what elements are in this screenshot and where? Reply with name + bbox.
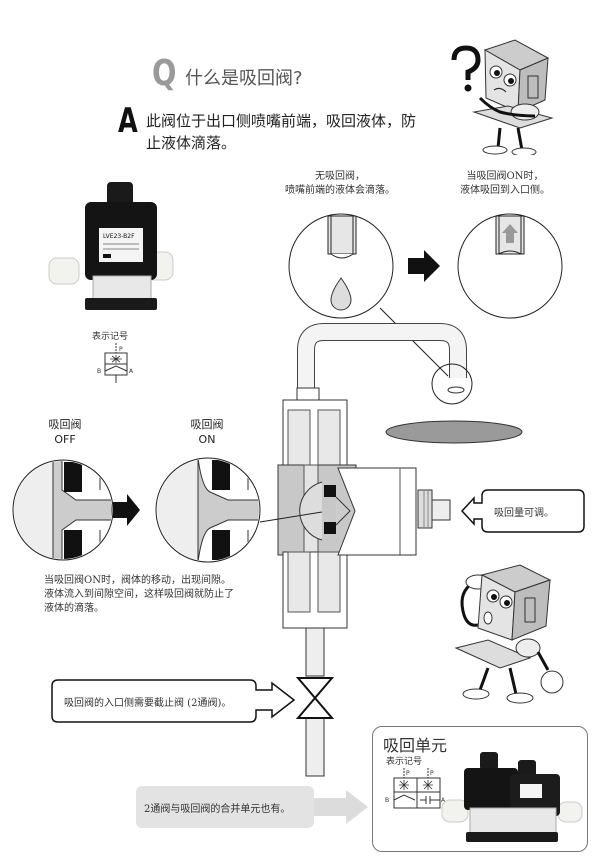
valve-off-state: OFF: [54, 433, 76, 446]
suckback-valve-body: [277, 387, 451, 629]
symbol-port-b: B: [97, 368, 101, 375]
stop-valve-callout-text: 吸回阀的入口侧需要截止阀 (2通阀)。: [64, 698, 232, 709]
adjust-callout: [460, 489, 585, 533]
combined-callout-text: 2通阀与吸回阀的合并单元也有。: [144, 804, 291, 815]
product-photo: LVE23-B2F: [48, 182, 174, 310]
unit-port-b: B: [385, 797, 389, 804]
unit-product-photo: [441, 752, 583, 842]
arrow-right-icon: [113, 494, 140, 526]
symbol-port-a: A: [129, 368, 134, 375]
unit-port-a: A: [441, 797, 446, 804]
adjust-callout-text: 吸回量可调。: [494, 508, 554, 519]
unit-symbol-caption: 表示记号: [386, 757, 423, 767]
answer-marker: A: [118, 101, 138, 141]
valve-off-detail: [12, 459, 114, 561]
stop-valve-icon: [295, 677, 335, 719]
answer-line-2: 止液体滴落。: [146, 134, 237, 152]
mascot-surprised-icon: [454, 564, 564, 704]
wafer: [385, 420, 523, 444]
valve-off-label: 吸回阀 OFF: [30, 417, 100, 447]
nozzle-without-caption: 无吸回阀， 喷嘴前端的液体会滴落。: [270, 170, 410, 198]
description-line: 液体的滴落。: [44, 603, 104, 614]
valve-on-label: 吸回阀 ON: [172, 417, 242, 447]
valve-description: 当吸回阀ON时，阀体的移动，出现间隙。 液体流入到间隙空间，这样吸回阀就防止了 …: [44, 574, 284, 616]
caption-line: 喷嘴前端的液体会滴落。: [285, 185, 395, 196]
symbol-caption: 表示记号: [92, 332, 129, 342]
answer-line-1: 此阀位于出口侧喷嘴前端，吸回液体，防: [146, 112, 417, 130]
caption-line: 液体吸回到入口侧。: [460, 185, 550, 196]
droplet-icon: [330, 277, 352, 311]
description-line: 液体流入到间隙空间，这样吸回阀就防止了: [44, 589, 234, 600]
valve-off-title: 吸回阀: [48, 418, 82, 431]
unit-symbol-icon: P P B A: [385, 768, 446, 809]
unit-port-p1: P: [406, 770, 410, 777]
valve-on-title: 吸回阀: [190, 418, 224, 431]
nozzle-without-detail: [288, 213, 394, 319]
stop-valve-callout: [51, 679, 296, 723]
valve-on-state: ON: [198, 433, 216, 446]
answer-text: 此阀位于出口侧喷嘴前端，吸回液体，防 止液体滴落。: [146, 110, 466, 154]
valve-on-detail: [155, 457, 261, 563]
combined-callout: [136, 786, 368, 828]
arrow-up-icon: [502, 224, 518, 243]
description-line: 当吸回阀ON时，阀体的移动，出现间隙。: [44, 575, 231, 586]
nozzle-with-caption: 当吸回阀ON时， 液体吸回到入口侧。: [445, 170, 565, 198]
caption-line: 当吸回阀ON时，: [466, 171, 544, 182]
valve-symbol-icon: P B A: [97, 343, 134, 383]
caption-line: 无吸回阀，: [315, 171, 365, 182]
arrow-right-icon: [408, 250, 440, 282]
mascot-thinking-icon: [451, 39, 554, 155]
question-text: 什么是吸回阀?: [185, 68, 303, 89]
symbol-port-p: P: [119, 346, 123, 353]
unit-title: 吸回单元: [383, 736, 448, 755]
nozzle-with-detail: [457, 213, 563, 319]
question-marker: Q: [152, 53, 177, 94]
unit-port-p2: P: [430, 770, 434, 777]
product-model-label: LVE23-B2F: [103, 233, 135, 240]
